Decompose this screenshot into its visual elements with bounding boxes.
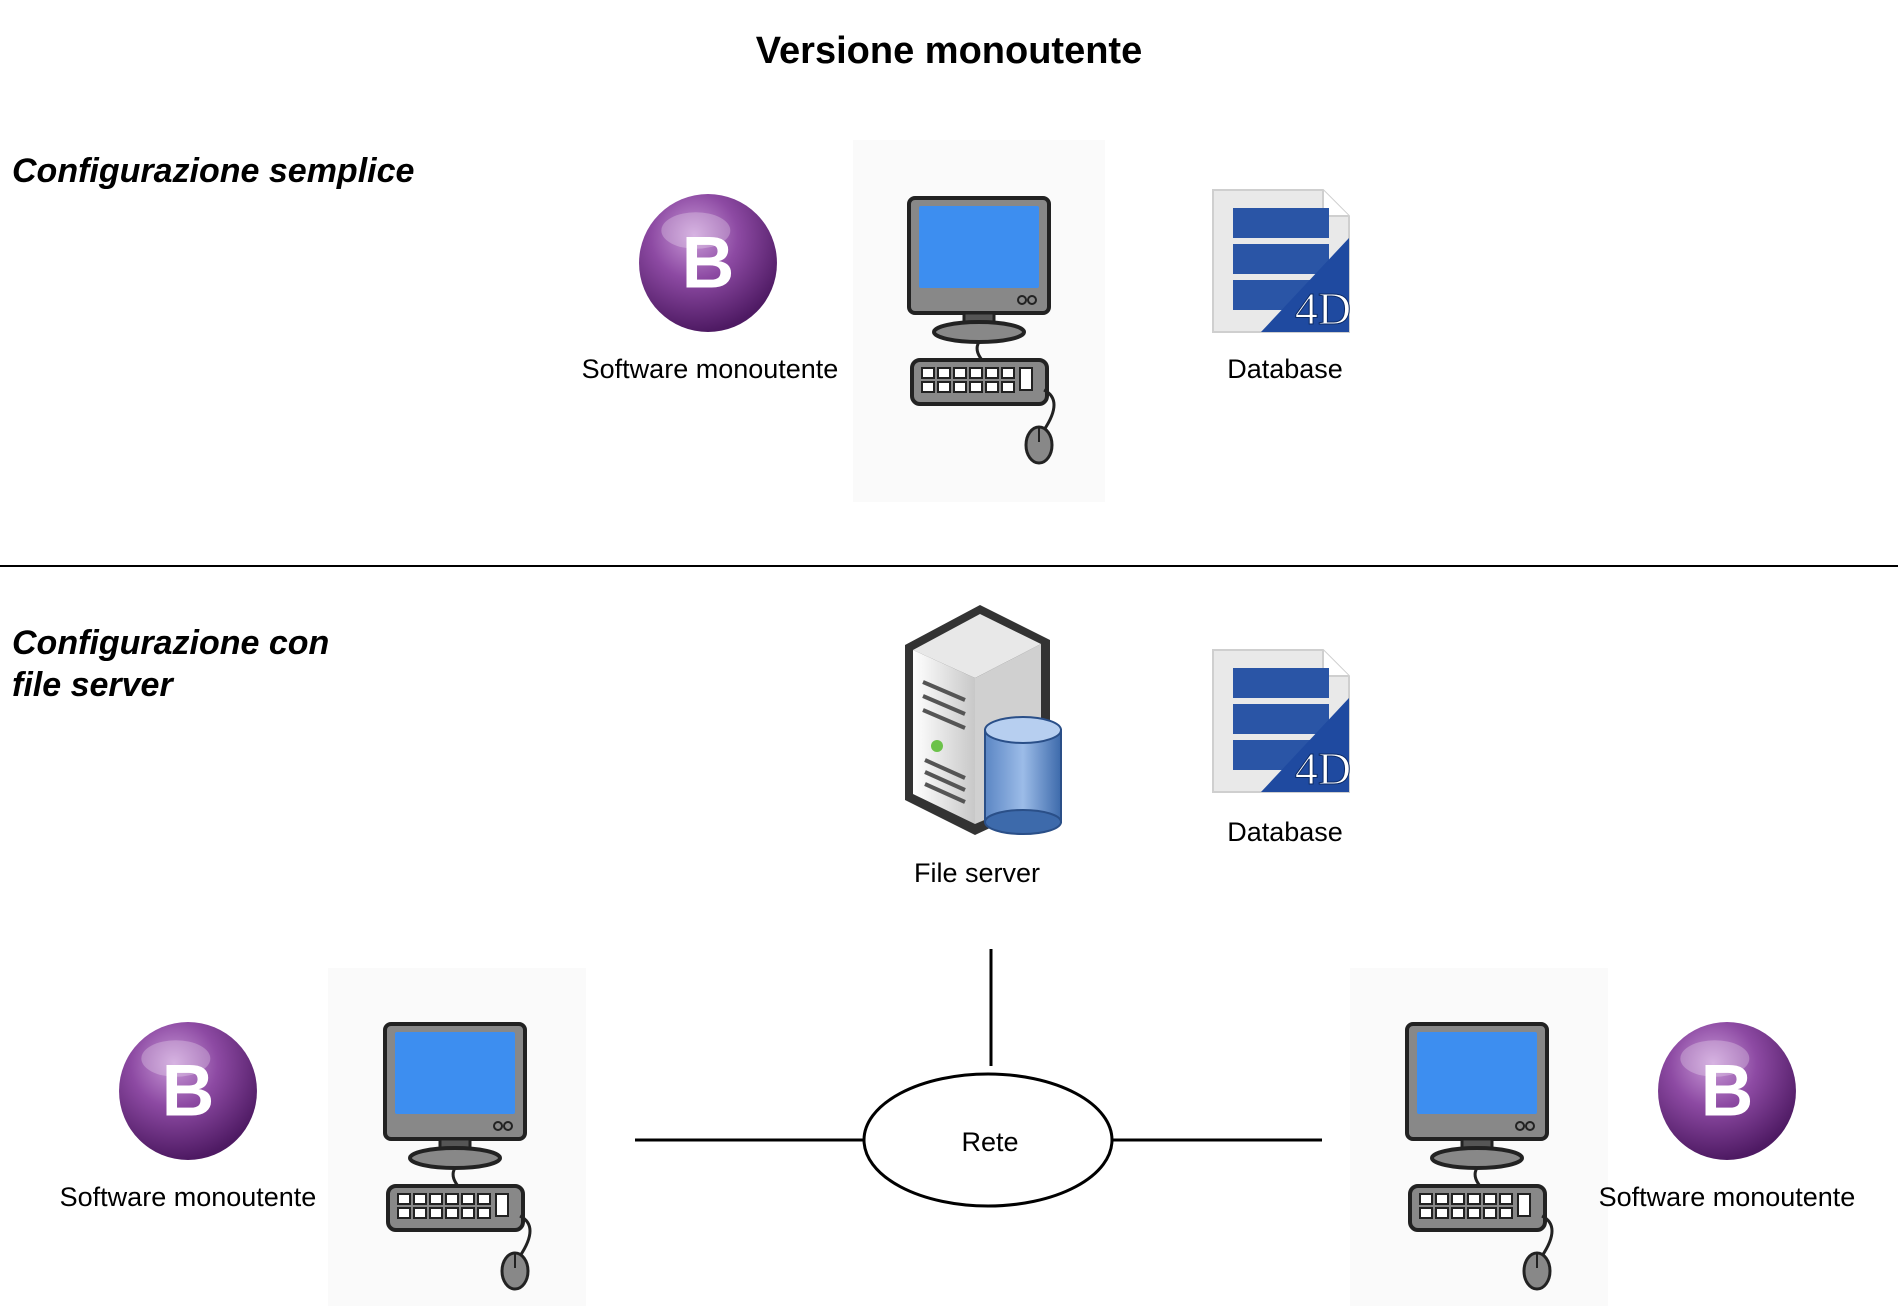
right-software-label: Software monoutente: [1598, 1182, 1856, 1212]
file-server-label: File server: [913, 858, 1041, 888]
computer-icon: [360, 1016, 550, 1296]
app-icon: [117, 1020, 259, 1162]
section-title-line1: Configurazione con: [12, 624, 330, 662]
network-ellipse: [862, 1072, 1114, 1208]
database-label: Database: [1227, 354, 1343, 384]
computer-icon: [1382, 1016, 1572, 1296]
diagram-title: Versione monoutente: [755, 30, 1143, 72]
section-divider: [0, 565, 1898, 567]
app-icon: [1656, 1020, 1798, 1162]
left-software-label: Software monoutente: [59, 1182, 317, 1212]
software-label: Software monoutente: [581, 354, 839, 384]
network-label: Rete: [961, 1127, 1019, 1157]
section-title-file-server: Configurazione con file server: [12, 622, 329, 706]
section-title-line2: file server: [12, 666, 173, 704]
section-title-simple: Configurazione semplice: [12, 152, 415, 190]
database-label: Database: [1227, 817, 1343, 847]
